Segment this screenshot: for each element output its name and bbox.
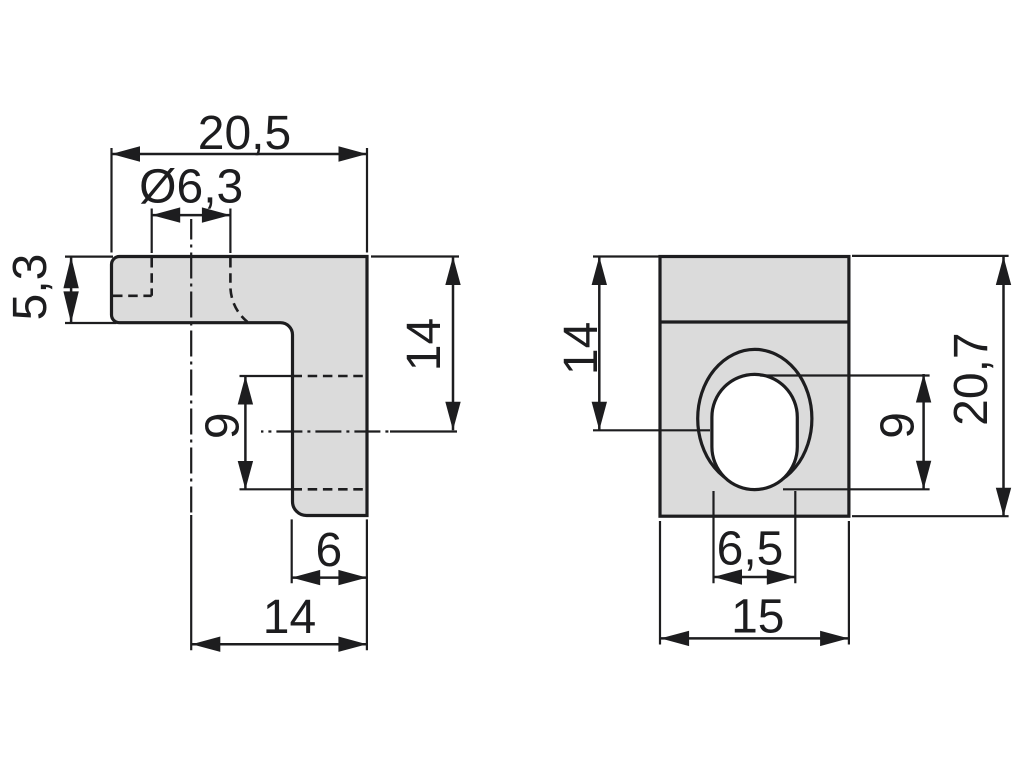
svg-text:9: 9 (871, 412, 924, 439)
svg-text:9: 9 (197, 412, 250, 439)
svg-text:14: 14 (263, 591, 316, 644)
svg-text:14: 14 (555, 322, 608, 375)
svg-text:5,3: 5,3 (4, 254, 57, 321)
svg-text:15: 15 (731, 591, 784, 644)
svg-text:6,5: 6,5 (717, 523, 784, 576)
svg-text:6: 6 (315, 524, 342, 577)
svg-text:20,5: 20,5 (198, 107, 291, 160)
svg-text:Ø6,3: Ø6,3 (139, 161, 243, 214)
svg-text:14: 14 (398, 318, 451, 371)
svg-text:20,7: 20,7 (945, 332, 998, 425)
